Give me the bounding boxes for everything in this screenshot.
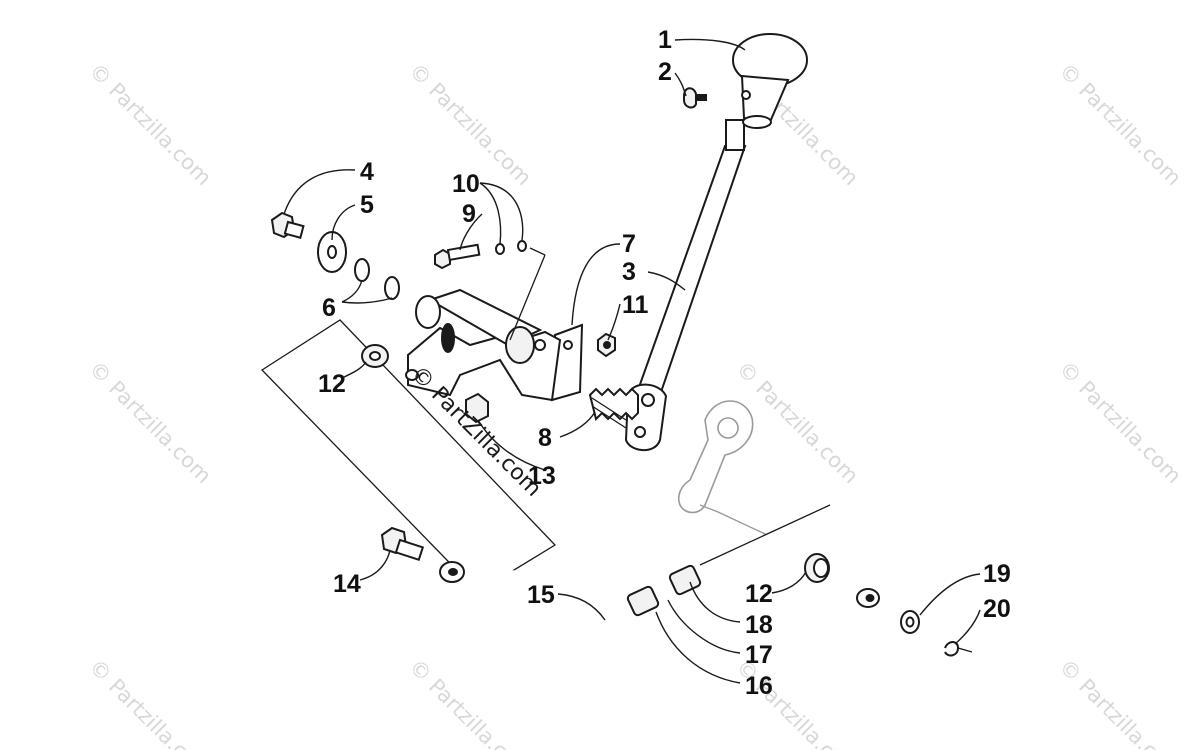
orings-6 [354, 258, 400, 300]
nut-13 [465, 392, 489, 424]
watermark: © Partzilla.com [84, 357, 216, 489]
bushing-right [804, 553, 830, 583]
watermark: © Partzilla.com [84, 655, 216, 750]
watermark: © Partzilla.com [1054, 59, 1186, 191]
washer-19 [900, 610, 920, 634]
screw-2 [683, 87, 707, 109]
callout-2: 2 [658, 58, 672, 86]
watermark: © Partzilla.com [1054, 655, 1186, 750]
bushing-left [361, 344, 389, 368]
watermark: © Partzilla.com [1054, 357, 1186, 489]
callout-14: 14 [333, 570, 361, 598]
callout-15: 15 [527, 581, 555, 609]
leader-lines [283, 38, 981, 684]
bolt-14 [380, 526, 425, 562]
shift-housing [405, 288, 562, 402]
assembly-plate-outline [260, 319, 557, 593]
callout-12: 12 [745, 580, 773, 608]
knob-1 [732, 33, 808, 129]
callout-19: 19 [983, 560, 1011, 588]
callout-5: 5 [360, 191, 374, 219]
callout-4: 4 [360, 158, 374, 186]
callout-6: 6 [322, 294, 336, 322]
callout-11: 11 [622, 291, 649, 319]
callout-18: 18 [745, 611, 773, 639]
callout-1: 1 [658, 26, 672, 54]
callout-20: 20 [983, 595, 1011, 623]
screw-9 [434, 243, 481, 270]
clip-20 [944, 641, 973, 657]
nut-11 [597, 332, 616, 358]
callout-16: 16 [745, 672, 773, 700]
callout-13: 13 [528, 462, 556, 490]
watermark: © Partzilla.com [404, 655, 536, 750]
callout-10: 10 [452, 170, 480, 198]
callout-7: 7 [622, 230, 636, 258]
callout-3: 3 [622, 258, 636, 286]
callout-17: 17 [745, 641, 773, 669]
callouts: 1 2 3 4 5 6 7 8 9 10 11 12 12 13 14 15 1… [318, 26, 1011, 700]
callout-12: 12 [318, 370, 346, 398]
callout-9: 9 [462, 200, 476, 228]
spring-8 [588, 387, 639, 429]
watermark: © Partzilla.com [84, 59, 216, 191]
shift-rod [437, 493, 880, 672]
bolt-4 [270, 211, 305, 239]
callout-8: 8 [538, 424, 552, 452]
washer-5 [317, 231, 347, 273]
